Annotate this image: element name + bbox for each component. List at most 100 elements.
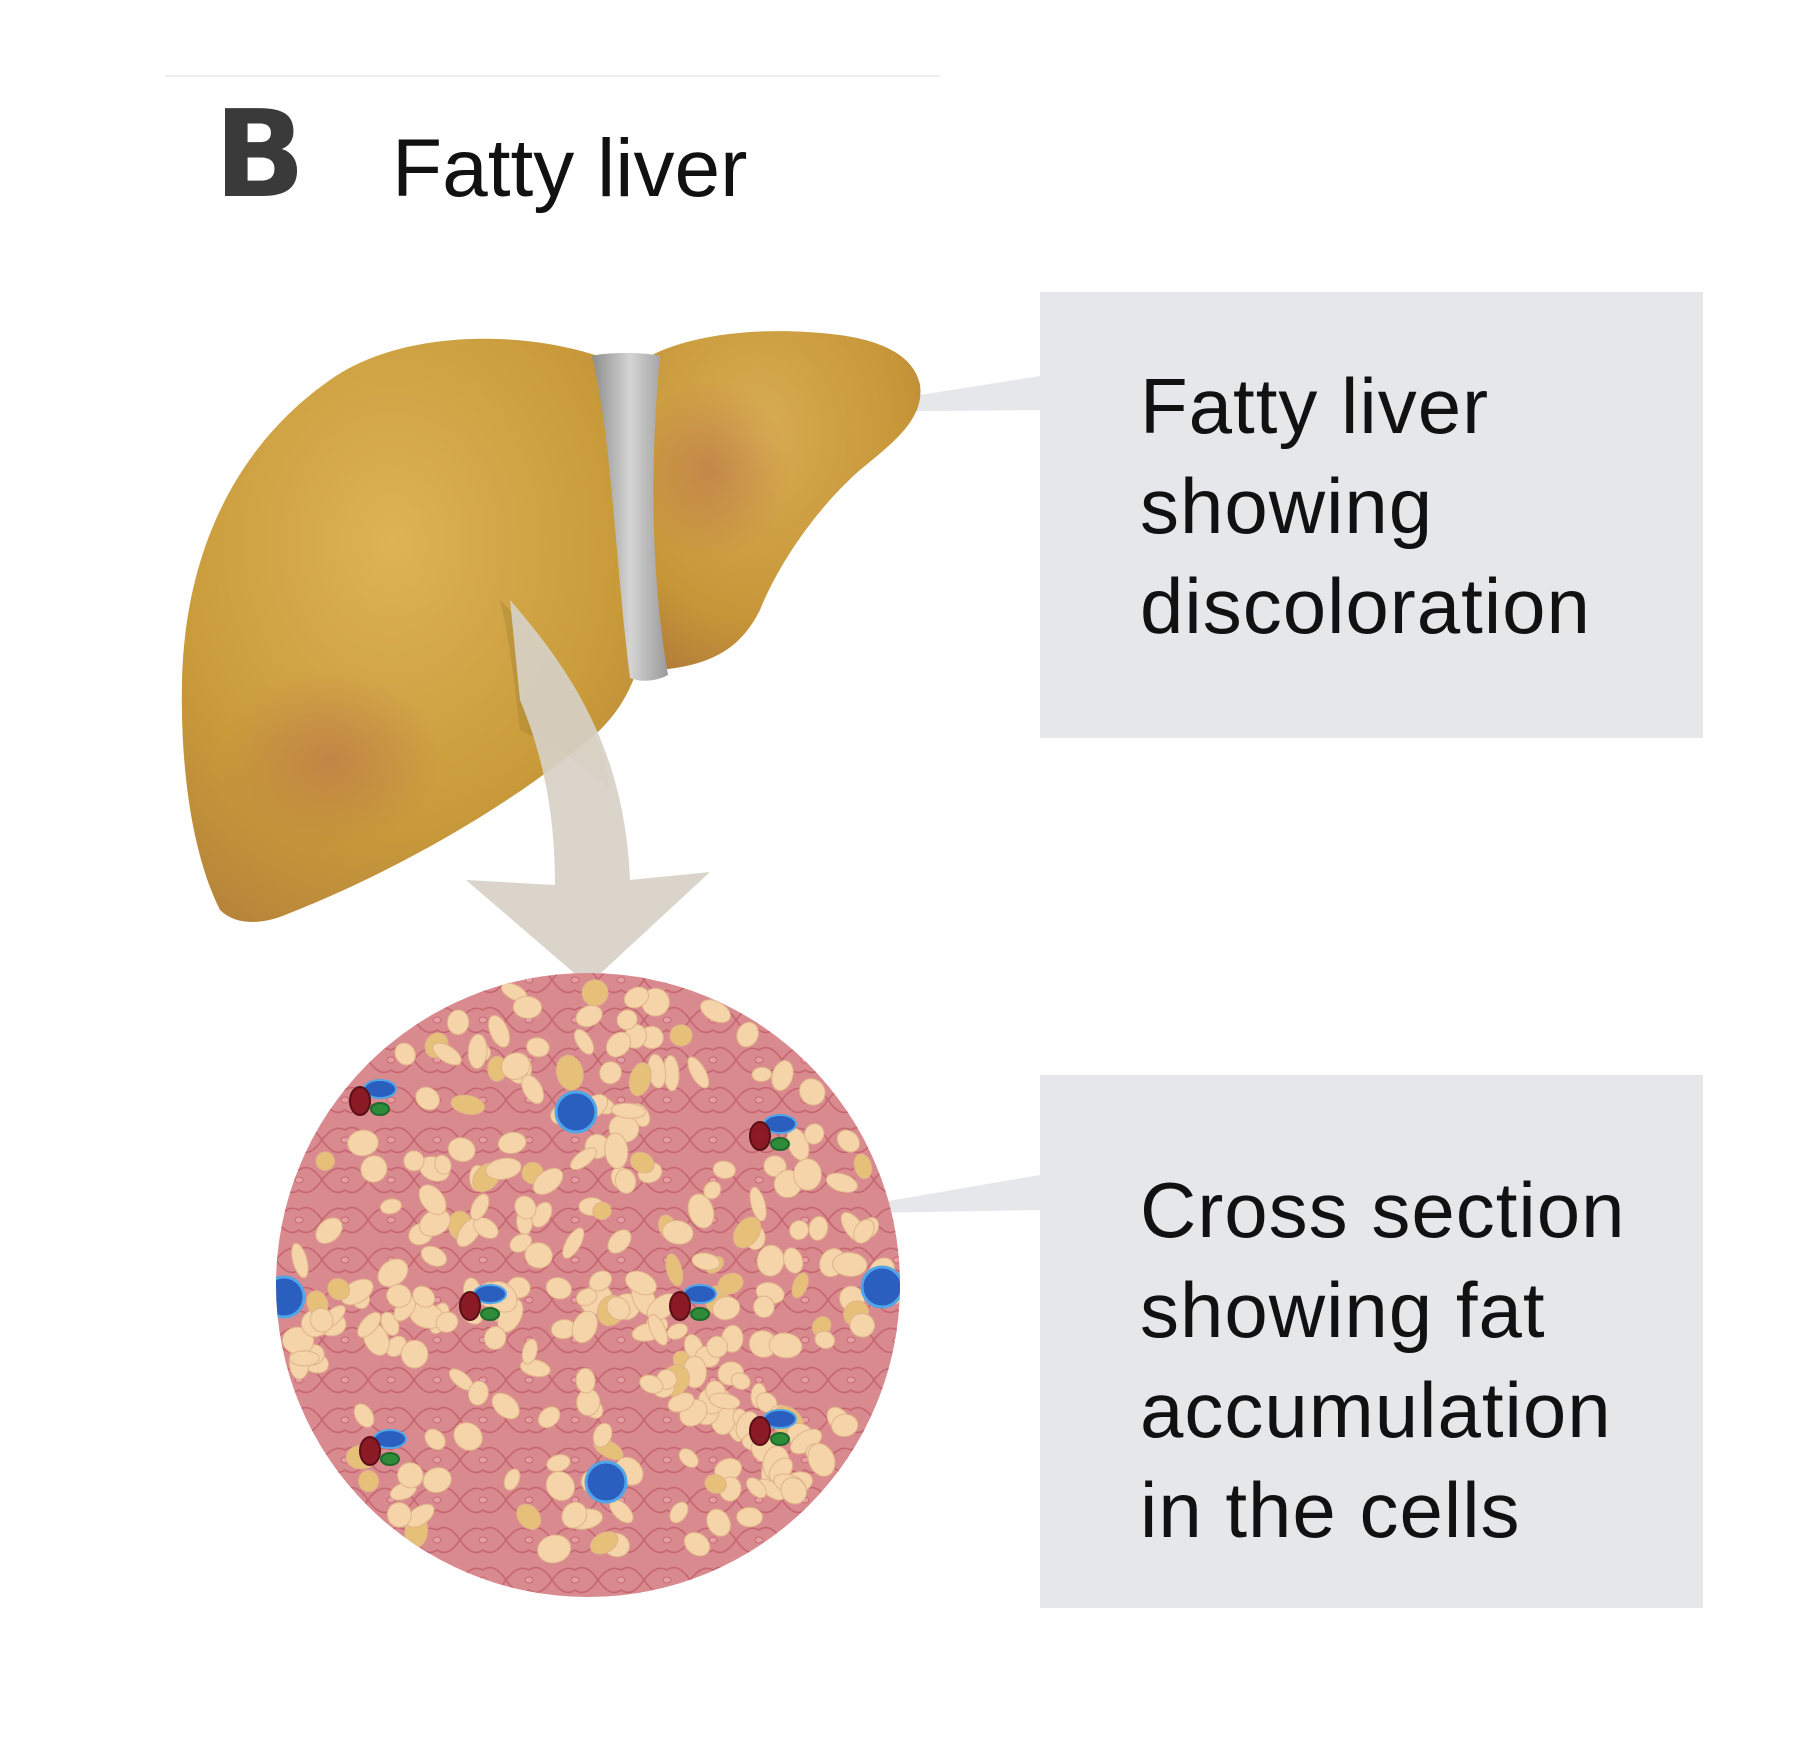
fat-droplet [836, 1129, 861, 1153]
fat-droplet [470, 1193, 490, 1221]
fat-droplet [573, 1028, 595, 1055]
fat-droplet [488, 1014, 510, 1048]
callout-line: discoloration [1140, 562, 1591, 650]
fat-droplet [418, 1184, 447, 1216]
callout-text-liver: Fatty liver showing discoloration [1140, 356, 1591, 656]
fat-droplet [793, 1158, 822, 1191]
fat-droplet [791, 1272, 809, 1299]
fat-droplet [545, 1277, 572, 1300]
fat-droplet [537, 1534, 572, 1564]
fat-droplet [483, 1326, 507, 1350]
callout-line: showing [1140, 462, 1434, 550]
fat-droplet [678, 1448, 699, 1468]
portal-triad [349, 1079, 397, 1116]
fat-droplet [763, 1155, 787, 1178]
fat-droplet [575, 1004, 603, 1028]
fat-droplet [415, 1086, 440, 1111]
cross-section-illustration [276, 973, 900, 1597]
fat-droplet [789, 1220, 809, 1241]
fat-droplet [628, 1062, 652, 1097]
portal-triad [669, 1284, 717, 1321]
fat-droplet [736, 1021, 759, 1048]
fat-droplet [589, 1531, 619, 1555]
fat-droplet [592, 1422, 613, 1448]
fat-droplet [647, 1313, 668, 1346]
callout-line: in the cells [1140, 1466, 1521, 1554]
fat-droplet [512, 995, 543, 1019]
fat-droplet [516, 1503, 542, 1530]
fat-droplet [832, 1252, 868, 1277]
fat-droplet [853, 1218, 875, 1244]
fat-droplet [432, 1042, 462, 1066]
fat-droplet [746, 1477, 767, 1499]
fat-droplet [545, 1470, 576, 1502]
fat-droplet [575, 1367, 596, 1394]
fat-droplet [704, 1473, 727, 1494]
central-vein [276, 1275, 306, 1319]
fat-droplet [485, 1157, 522, 1180]
fat-droplet [607, 1229, 632, 1254]
callout-box-cross-section [1040, 1075, 1703, 1608]
callout-text-cross-section: Cross section showing fat accumulation i… [1140, 1160, 1626, 1560]
fat-droplet [526, 1037, 550, 1058]
fat-droplet [687, 1056, 710, 1089]
fat-droplet [420, 1245, 447, 1267]
portal-triad [459, 1284, 507, 1321]
fat-droplet [562, 1227, 585, 1259]
callout-line: showing fat [1140, 1266, 1546, 1354]
fat-droplet [730, 1372, 751, 1390]
down-arrow-icon [466, 600, 710, 985]
fat-droplet [700, 999, 731, 1024]
fat-droplet [604, 1132, 629, 1169]
fat-droplet [749, 1186, 767, 1222]
panel-title: Fatty liver [392, 123, 748, 214]
fat-droplet [379, 1198, 402, 1215]
fat-droplet [807, 1443, 836, 1477]
fat-droplet [315, 1151, 335, 1171]
callout-line: Fatty liver [1140, 362, 1490, 450]
fat-droplet [706, 1335, 729, 1358]
fat-droplet [732, 1216, 762, 1249]
fat-droplet [665, 1253, 684, 1287]
fat-droplet [400, 1339, 429, 1369]
fat-droplet [386, 1284, 412, 1308]
fat-droplet [825, 1172, 858, 1193]
fat-droplet [569, 1147, 598, 1171]
fat-droplet [669, 1501, 689, 1524]
fat-droplet [783, 1247, 804, 1274]
fat-droplet [315, 1217, 343, 1244]
fat-droplet [434, 1154, 452, 1175]
fat-droplet [358, 1469, 380, 1493]
fat-droplet [397, 1462, 424, 1489]
fat-droplet [708, 1392, 741, 1410]
fat-droplet [447, 1137, 476, 1163]
panel-letter: B [214, 86, 306, 225]
fat-droplet [798, 1078, 826, 1106]
central-vein [584, 1460, 628, 1504]
fat-droplet [386, 1502, 412, 1528]
fat-droplet [661, 1220, 694, 1245]
fat-droplet [453, 1422, 483, 1451]
fat-droplet [450, 1094, 485, 1115]
fat-droplet [639, 1374, 664, 1394]
fat-droplet [753, 1295, 775, 1318]
portal-triad [749, 1114, 797, 1151]
fat-droplet [377, 1258, 409, 1288]
callout-box-liver [1040, 292, 1703, 738]
fat-droplet [289, 1350, 320, 1367]
fat-droplet [605, 1031, 632, 1058]
fat-droplet [537, 1406, 561, 1429]
fat-droplet [394, 1042, 416, 1066]
fat-droplet [853, 1153, 873, 1180]
fat-droplet [472, 1217, 499, 1239]
fat-droplet [831, 1413, 859, 1438]
fat-droplet [814, 1330, 836, 1350]
fat-droplet [435, 1311, 459, 1333]
fat-droplet [309, 1307, 334, 1333]
fat-droplet [497, 1131, 527, 1155]
fat-droplet [424, 1428, 446, 1451]
fat-droplet [467, 1380, 489, 1406]
fat-droplet [669, 1024, 693, 1047]
fat-droplet [575, 1287, 598, 1307]
